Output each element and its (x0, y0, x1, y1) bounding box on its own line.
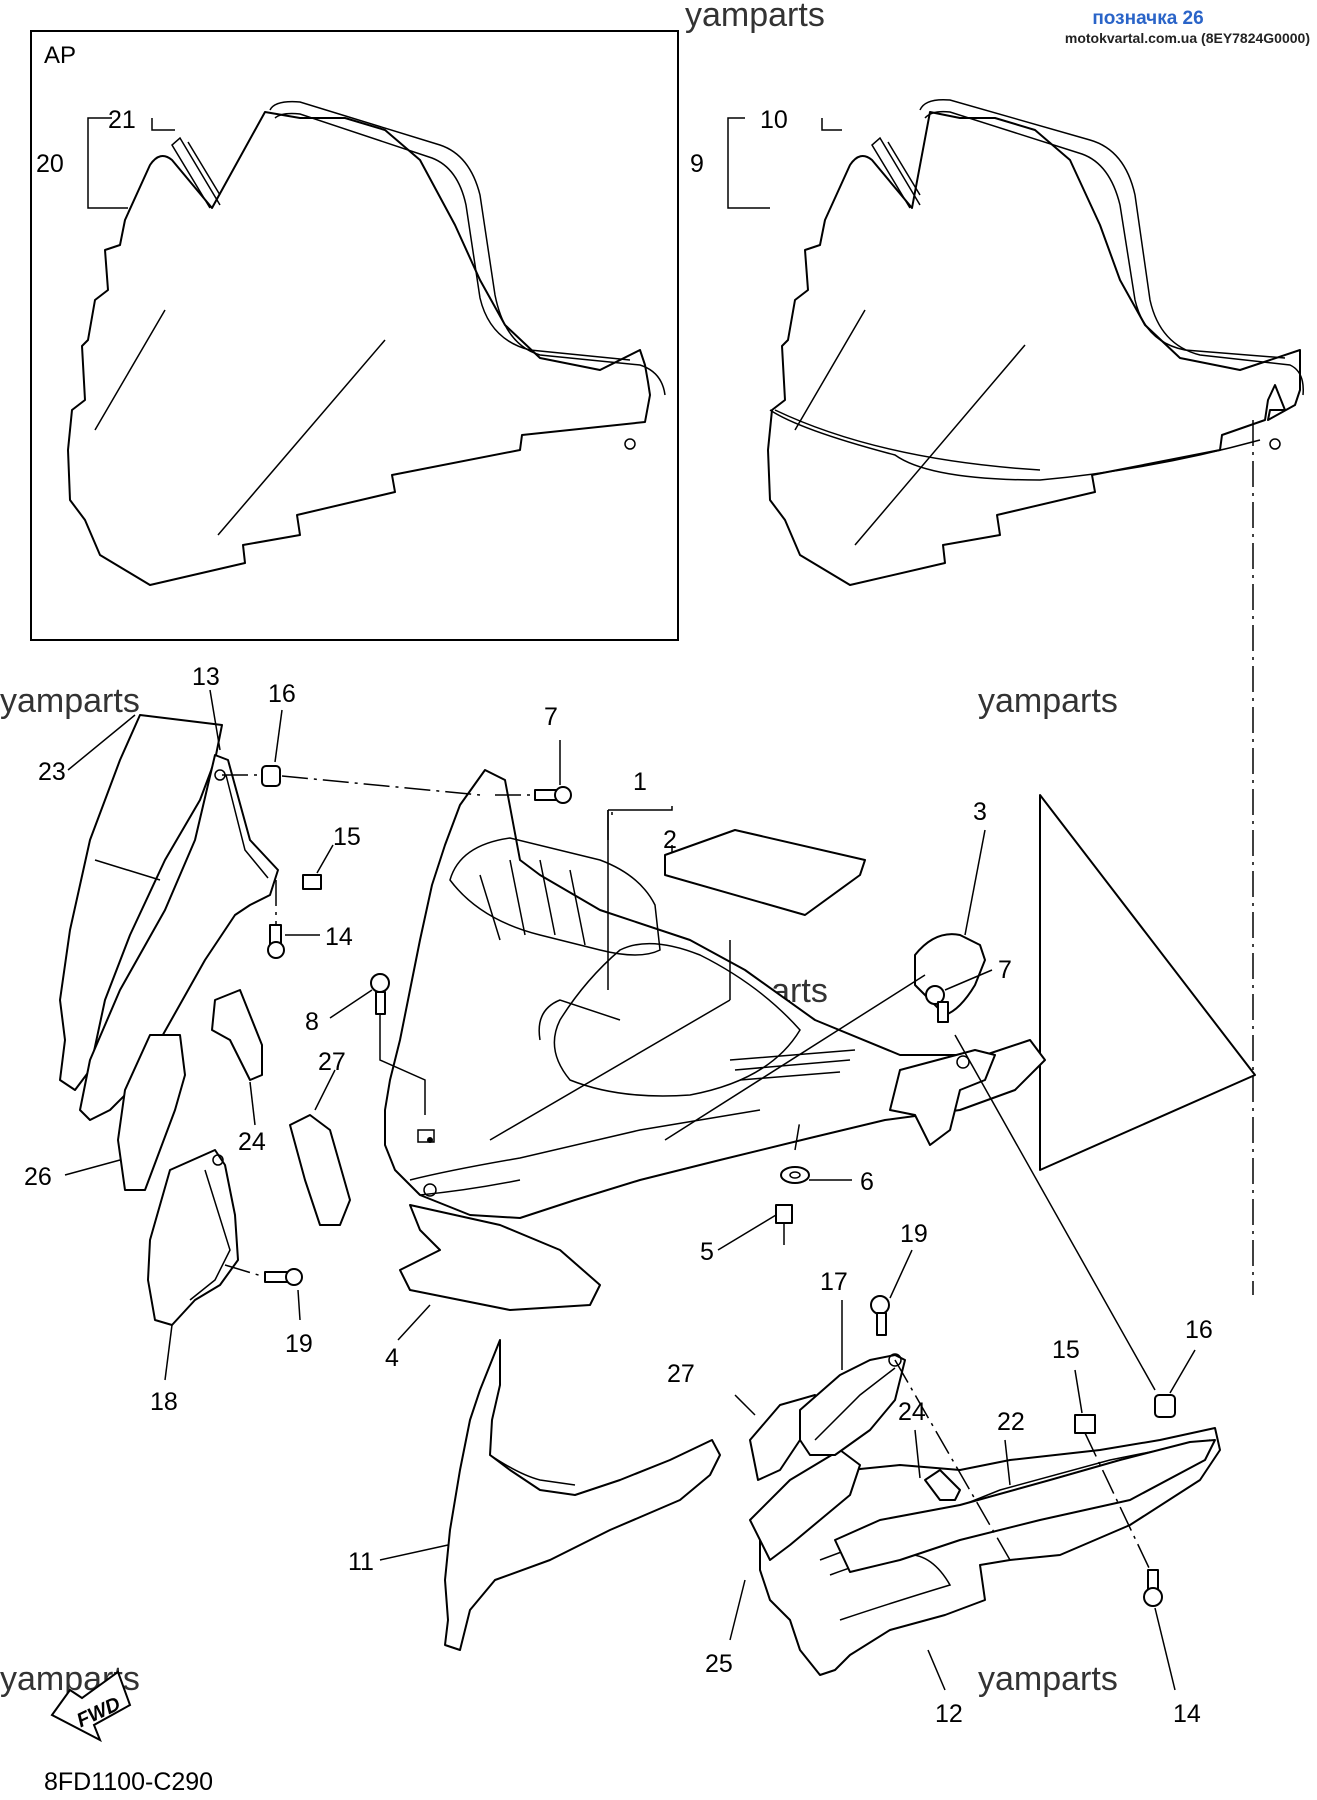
bolt-5 (775, 1204, 793, 1245)
collar-16 (261, 765, 281, 787)
duct-18 (147, 1149, 239, 1326)
callout-3: 3 (973, 798, 987, 826)
bolt-19-left (264, 1268, 303, 1286)
nut-15 (302, 874, 322, 890)
watermark: yamparts (0, 682, 140, 720)
panel-11 (444, 1339, 721, 1651)
washer-6 (780, 1166, 810, 1184)
callout-17: 17 (820, 1268, 848, 1296)
callout-25: 25 (705, 1650, 733, 1678)
bolt-14-right (1143, 1569, 1163, 1607)
part-23 (59, 714, 223, 1091)
callout-13: 13 (192, 663, 220, 691)
windscreen (767, 98, 1304, 586)
header-label: позначка 26 (1092, 8, 1203, 29)
nut-15-right (1074, 1414, 1096, 1434)
callout-18: 18 (150, 1388, 178, 1416)
bolt-19-right (870, 1295, 890, 1336)
callout-16b: 16 (1185, 1316, 1213, 1344)
callout-10: 10 (760, 106, 788, 134)
callout-12: 12 (935, 1700, 963, 1728)
bolt-8 (370, 973, 390, 1015)
panel-22 (834, 1439, 1216, 1573)
callout-2: 2 (663, 826, 677, 854)
callout-15b: 15 (1052, 1336, 1080, 1364)
callout-21: 21 (108, 106, 136, 134)
callout-24: 24 (238, 1128, 266, 1156)
callout-7b: 7 (998, 956, 1012, 984)
bolt-7-right (925, 985, 949, 1023)
part-4 (399, 1204, 601, 1311)
upper-cowling (384, 769, 1046, 1219)
header-source: motokvartal.com.ua (8EY7824G0000) (1065, 30, 1310, 46)
pad-27-left (289, 1114, 351, 1226)
callout-24b: 24 (898, 1398, 926, 1426)
callout-14: 14 (325, 923, 353, 951)
panel-25 (749, 1449, 861, 1561)
callout-4: 4 (385, 1344, 399, 1372)
panel-26 (117, 1034, 186, 1191)
pad-24-left (211, 989, 263, 1081)
diagram-code: 8FD1100-C290 (44, 1768, 213, 1796)
callout-6: 6 (860, 1168, 874, 1196)
callout-15: 15 (333, 823, 361, 851)
callout-7: 7 (544, 703, 558, 731)
callout-1: 1 (633, 768, 647, 796)
callout-14b: 14 (1173, 1700, 1201, 1728)
inset-label: AP (44, 42, 76, 69)
watermark: yamparts (978, 682, 1118, 720)
part-3 (914, 933, 986, 1016)
callout-19: 19 (285, 1330, 313, 1358)
watermark: yamparts (978, 1660, 1118, 1698)
bolt-14 (267, 924, 285, 959)
callout-20: 20 (36, 150, 64, 178)
pad-24-right (924, 1469, 961, 1501)
callout-11: 11 (348, 1548, 374, 1576)
bolt-7-top (534, 786, 572, 804)
callout-8: 8 (305, 1008, 319, 1036)
inset-ap: AP (30, 30, 679, 641)
watermark: yamparts (685, 0, 825, 34)
callout-22: 22 (997, 1408, 1025, 1436)
callout-9: 9 (690, 150, 704, 178)
callout-26: 26 (24, 1163, 52, 1191)
callout-5: 5 (700, 1238, 714, 1266)
callout-23: 23 (38, 758, 66, 786)
callout-19b: 19 (900, 1220, 928, 1248)
callout-27b: 27 (667, 1360, 695, 1388)
part-2-plate (664, 829, 866, 916)
callout-16: 16 (268, 680, 296, 708)
callout-27: 27 (318, 1048, 346, 1076)
collar-16-right (1154, 1394, 1176, 1418)
